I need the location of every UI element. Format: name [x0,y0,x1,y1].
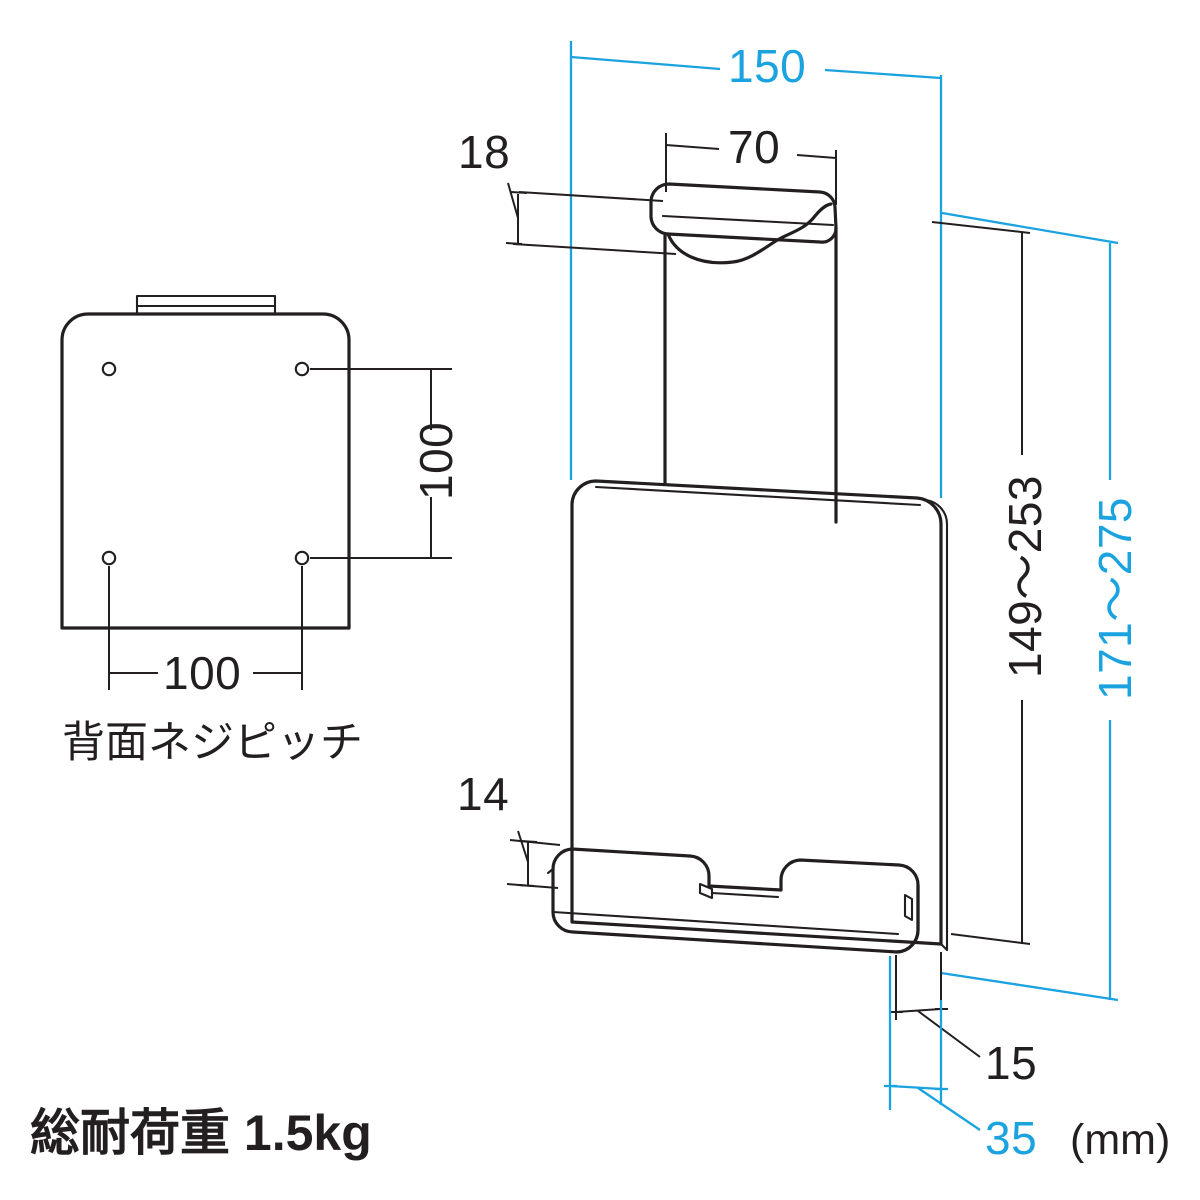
dim-label-15: 15 [985,1037,1038,1089]
screw-hole [294,361,310,377]
dim-label-70: 70 [728,121,781,173]
rear-view-caption: 背面ネジピッチ [62,719,363,767]
dim-15 [890,952,981,1058]
screw-hole [101,361,117,377]
dim-label-171-275: 171〜275 [1089,497,1141,700]
unit-label: (mm) [1070,1116,1171,1164]
screw-hole [294,550,310,566]
dim-35 [884,956,981,1131]
dim-label-149-253: 149〜253 [999,475,1051,678]
dim-label-150: 150 [728,40,807,92]
load-capacity-label: 総耐荷重 1.5kg [30,1105,372,1161]
dim-14 [506,830,561,889]
dim-149-253 [931,221,1031,945]
rear-view-plate [60,294,351,630]
dim-label-35: 35 [985,1112,1038,1164]
dim-70 [665,133,837,205]
screw-hole [101,550,117,566]
dim-label-14: 14 [457,768,510,820]
main-bracket-view [546,182,949,954]
dim-label-rear-horizontal-100: 100 [163,647,242,699]
dim-18 [505,182,677,255]
dim-label-rear-vertical-100: 100 [410,421,462,500]
dim-150 [569,41,943,498]
dim-171-275 [940,211,1119,1002]
rear-view-dimensions [108,368,452,690]
dim-label-18: 18 [458,126,511,178]
